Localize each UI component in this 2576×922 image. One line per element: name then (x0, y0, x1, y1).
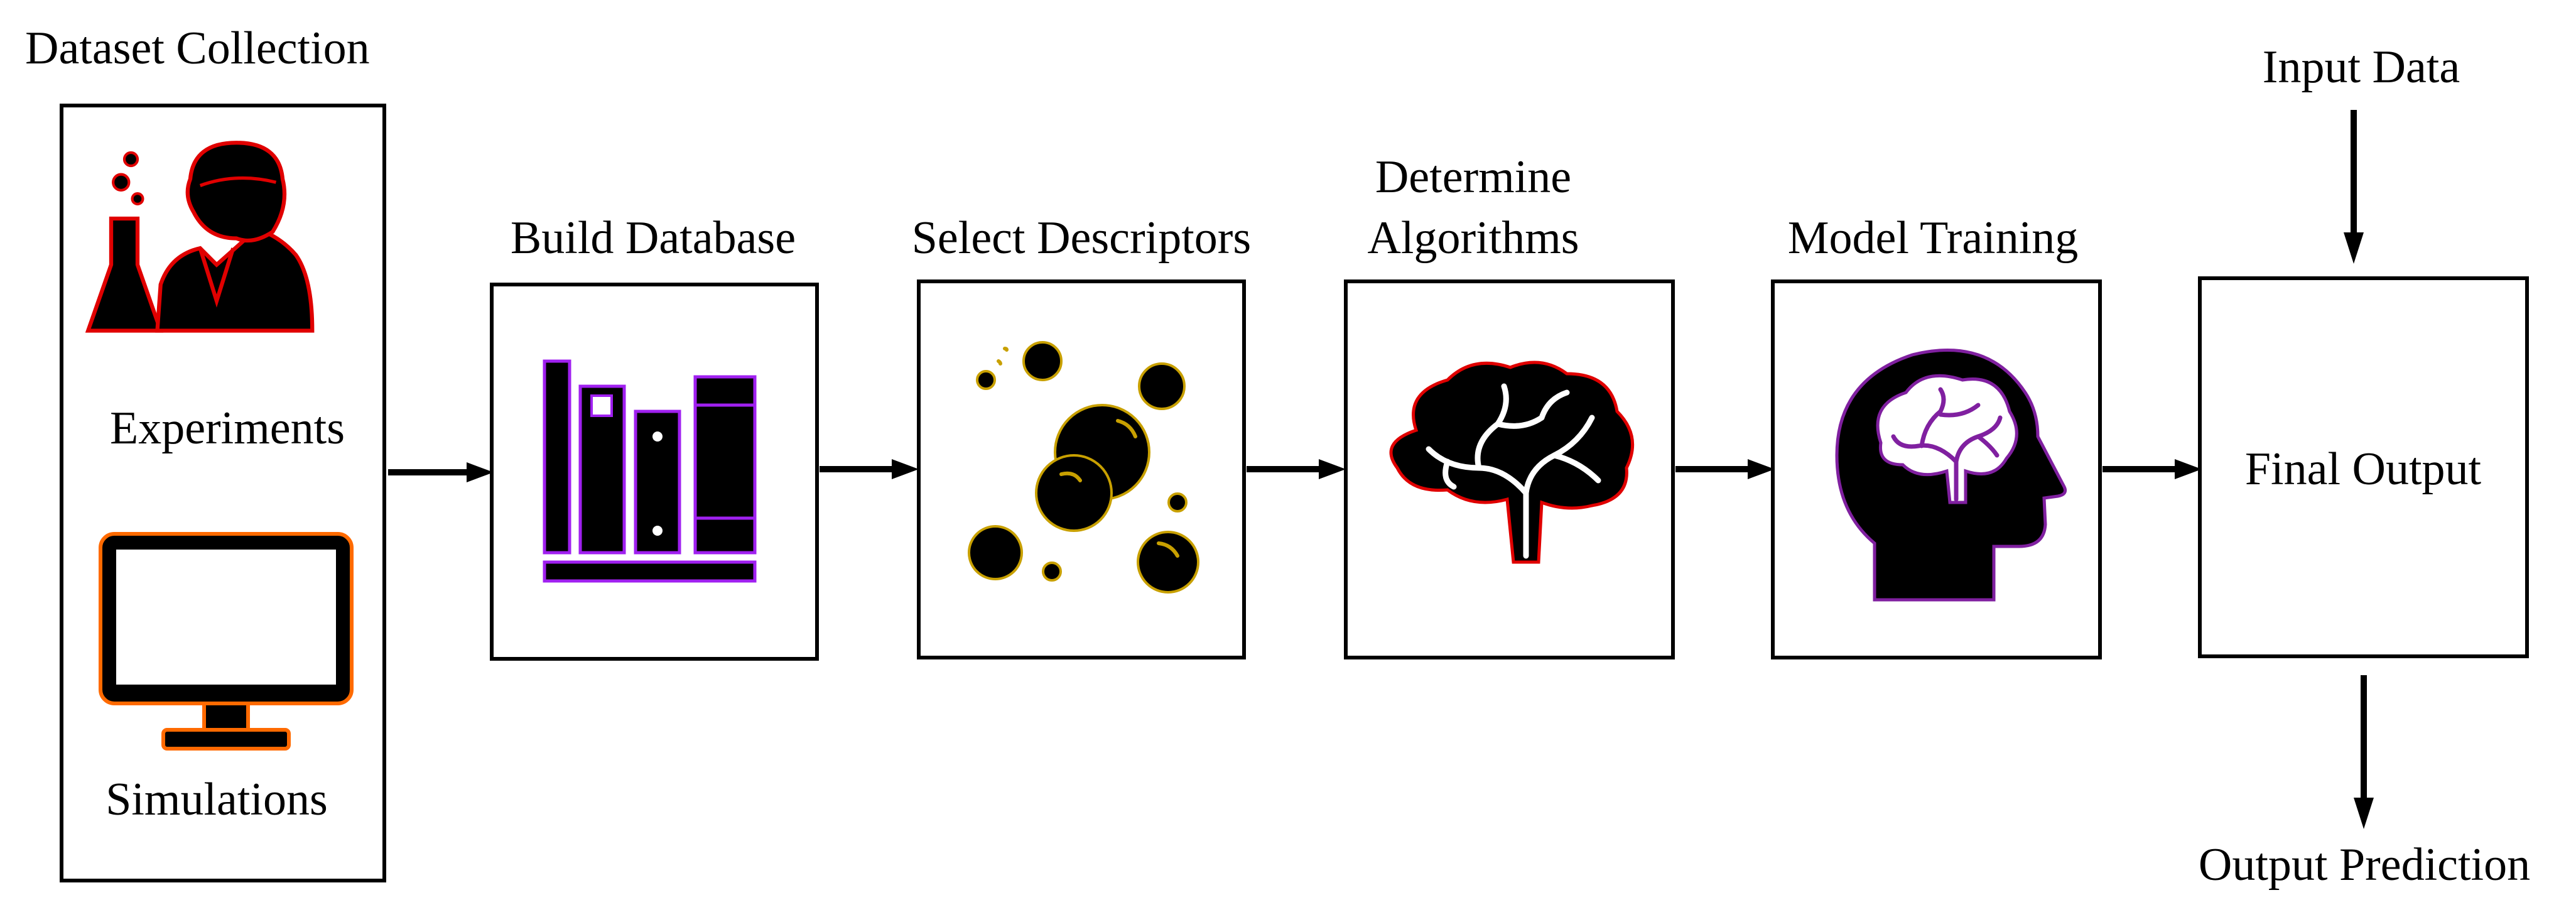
bubbles-icon (968, 341, 1199, 594)
determine-algorithms-label-line2: Algorithms (1367, 212, 1579, 264)
final-output-label: Final Output (2244, 443, 2482, 495)
arrow-right-icon (1247, 459, 1346, 479)
dataset-collection-title: Dataset Collection (25, 23, 370, 74)
arrow-right-icon (2102, 459, 2202, 479)
model-training-label: Model Training (1787, 212, 2079, 264)
output-prediction-label: Output Prediction (2198, 839, 2531, 891)
build-database-label: Build Database (510, 212, 796, 264)
arrow-right-icon (388, 462, 494, 482)
arrow-right-icon (820, 459, 919, 479)
scientist-icon (85, 141, 315, 333)
input-data-label: Input Data (2262, 41, 2460, 93)
arrow-down-icon (2344, 110, 2364, 264)
experiments-label: Experiments (109, 403, 345, 454)
determine-algorithms-label-line1: Determine (1375, 151, 1572, 203)
monitor-icon (99, 532, 354, 751)
brain-icon (1389, 361, 1635, 564)
simulations-label: Simulations (106, 774, 328, 825)
select-descriptors-label: Select Descriptors (911, 212, 1252, 264)
final-output-box (2198, 276, 2529, 658)
arrow-down-icon (2354, 675, 2374, 829)
head-brain-icon (1835, 349, 2067, 602)
arrow-right-icon (1675, 459, 1775, 479)
books-icon (543, 359, 757, 583)
